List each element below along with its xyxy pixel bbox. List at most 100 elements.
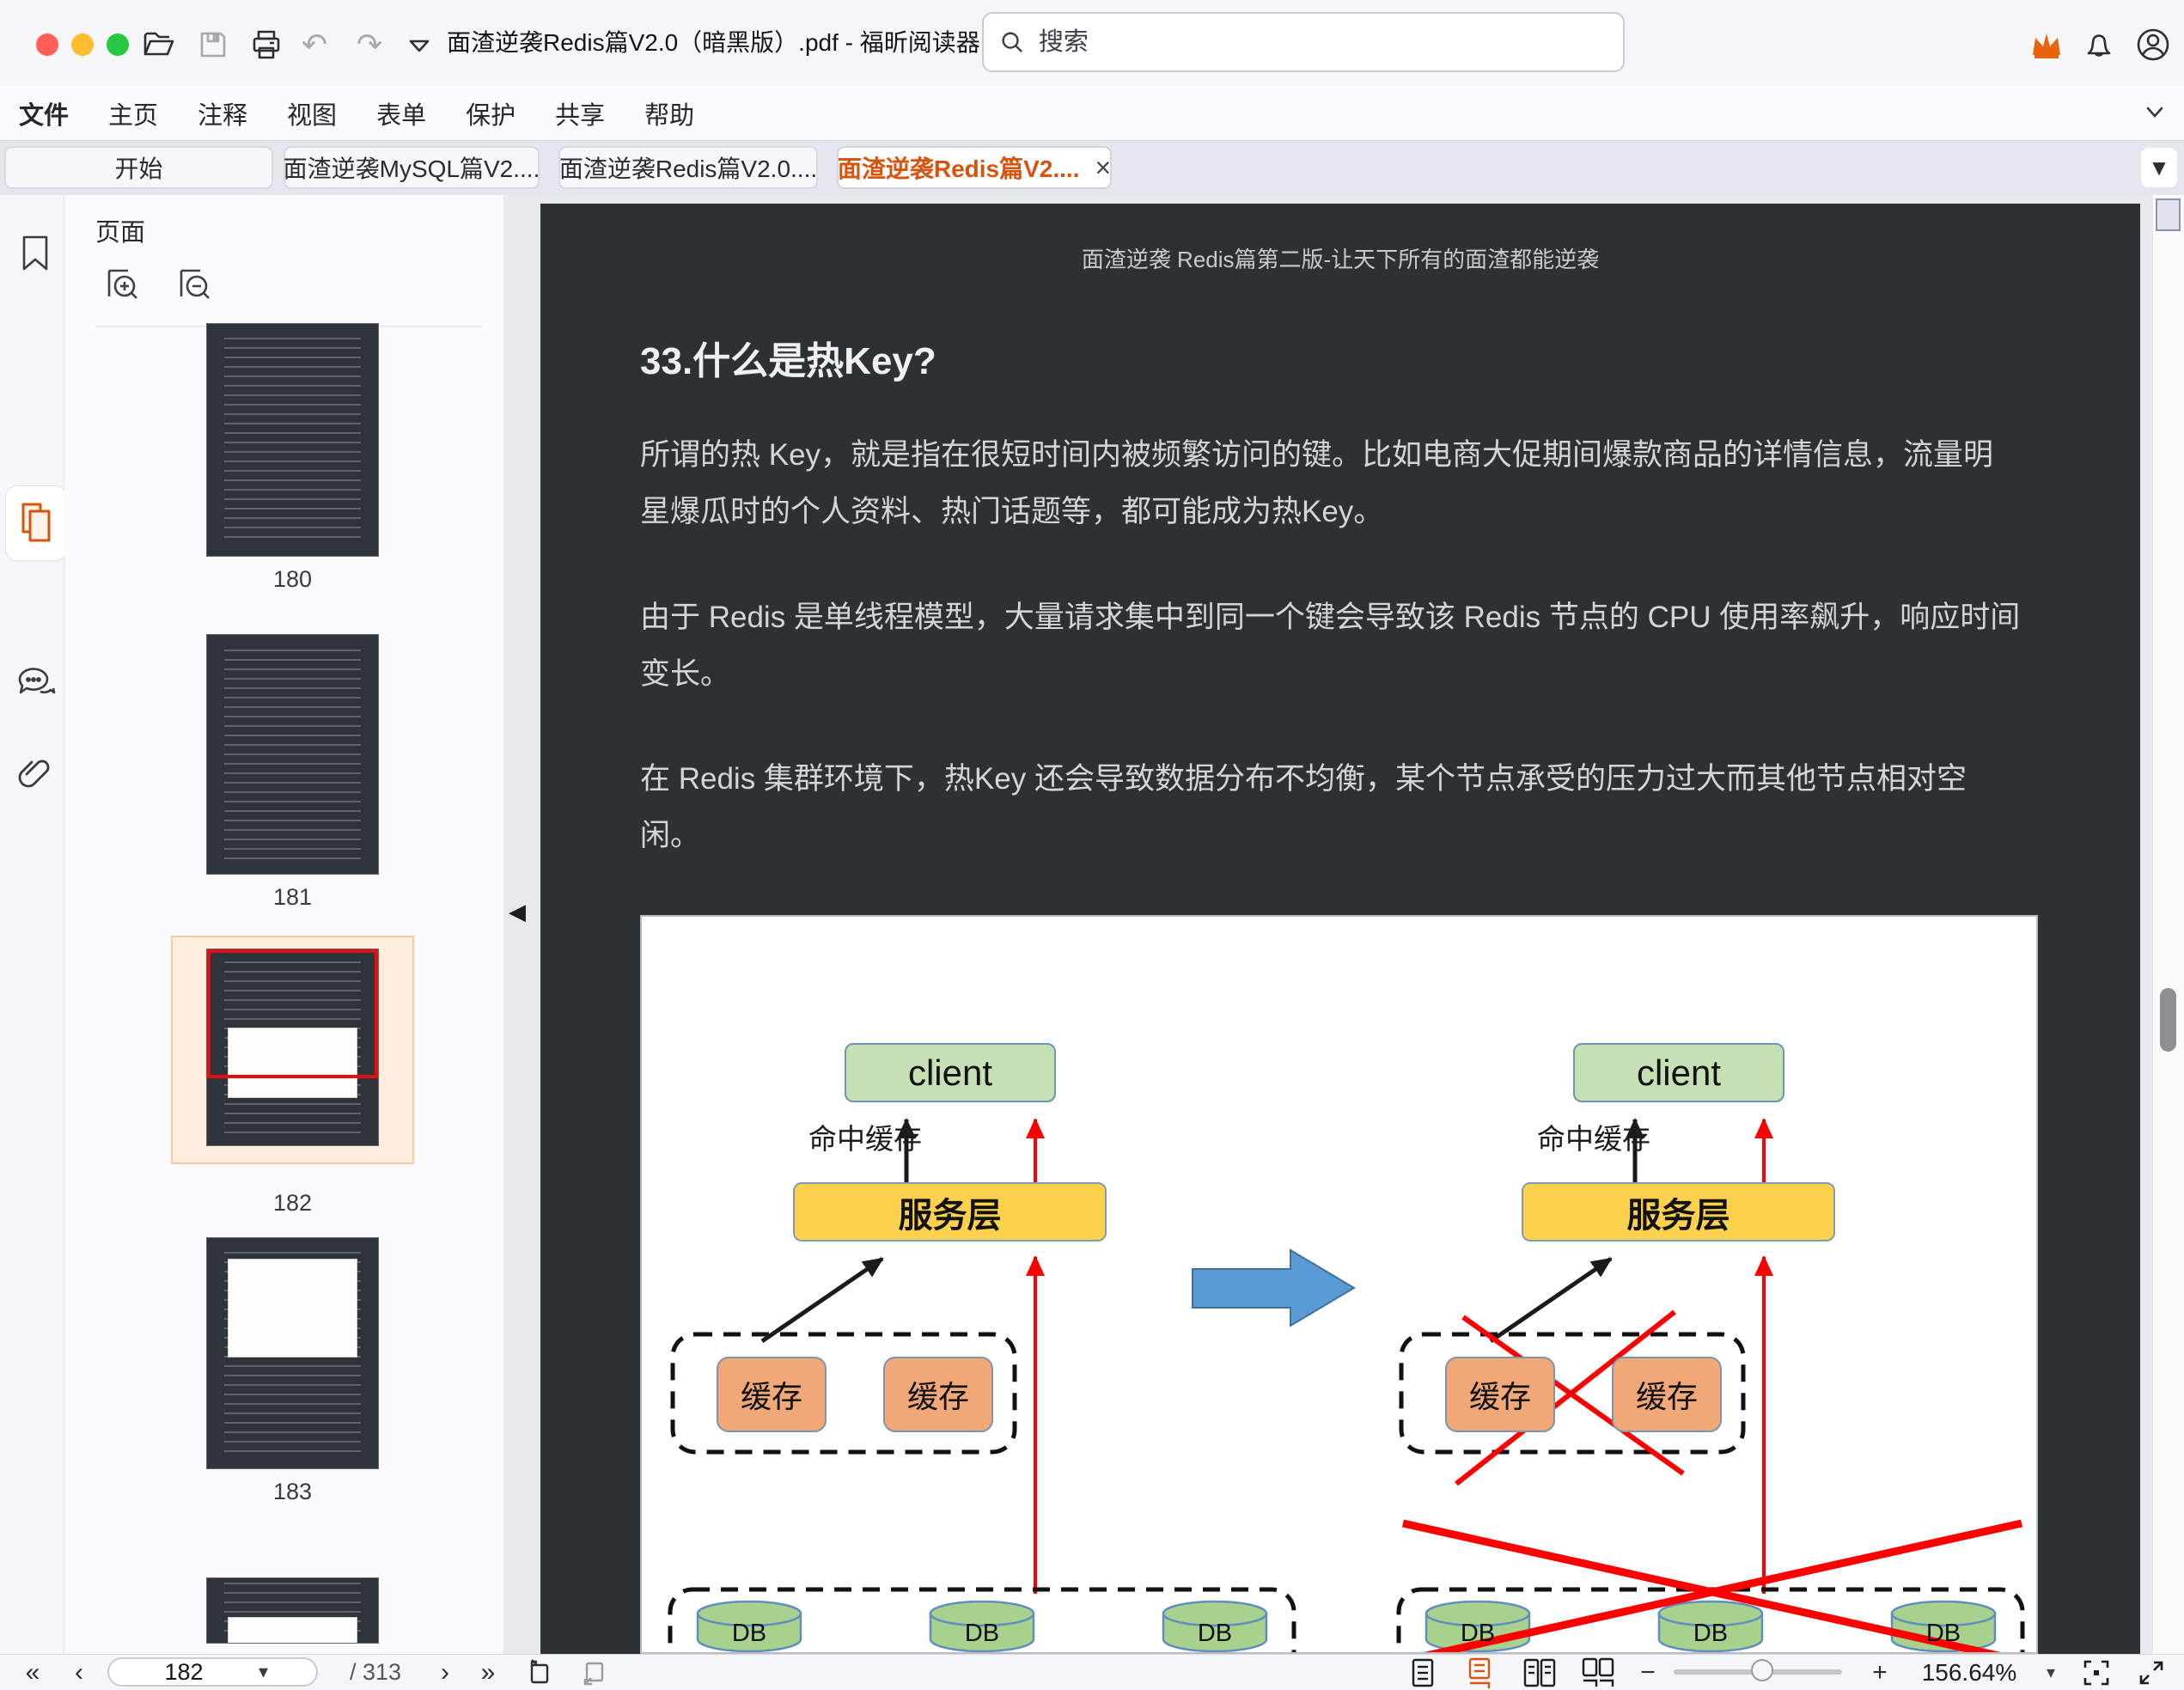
tab-start[interactable]: 开始	[4, 146, 273, 189]
scrollbar-thumb[interactable]	[2160, 988, 2176, 1052]
zoom-in-button[interactable]: +	[1872, 1657, 1888, 1687]
page-thumbnail-183[interactable]	[206, 1237, 379, 1469]
zoom-percentage[interactable]: 156.64%	[1921, 1658, 2017, 1686]
first-page-button[interactable]: «	[25, 1657, 40, 1687]
facing-continuous-view-icon[interactable]	[1581, 1655, 1615, 1690]
thumbnail-page-number: 180	[272, 566, 313, 592]
db-label: DB	[1197, 1620, 1233, 1647]
toolbar-more-chevron-icon[interactable]	[400, 26, 438, 64]
service-layer-box: 服务层	[1522, 1182, 1835, 1242]
thumbnail-zoom-out-icon[interactable]	[174, 265, 214, 305]
tab-list-dropdown-icon[interactable]: ▼	[2141, 148, 2177, 187]
menu-home[interactable]: 主页	[108, 101, 159, 130]
db-label: DB	[731, 1620, 767, 1647]
db-label: DB	[1460, 1620, 1496, 1647]
search-input[interactable]	[1036, 27, 1607, 58]
cache-hit-label: 命中缓存	[808, 1123, 922, 1155]
cache-hit-label: 命中缓存	[1537, 1123, 1650, 1155]
page-number-field[interactable]: ▾	[107, 1657, 318, 1687]
print-icon[interactable]	[247, 26, 285, 64]
bookmarks-panel-icon[interactable]	[17, 233, 53, 272]
menu-view[interactable]: 视图	[287, 101, 338, 130]
search-box[interactable]	[982, 12, 1625, 72]
tab-redis-doc-active[interactable]: 面渣逆袭Redis篇V2.... ×	[837, 146, 1112, 189]
cache-failure-cross	[1461, 1315, 1685, 1476]
pdf-paragraph: 由于 Redis 是单线程模型，大量请求集中到同一个键会导致该 Redis 节点…	[640, 601, 2021, 691]
fullscreen-icon[interactable]	[2134, 1655, 2169, 1690]
cache-box: 缓存	[1612, 1357, 1722, 1432]
db-failure-cross	[1424, 1519, 2022, 1652]
ribbon-collapse-chevron-icon[interactable]	[2139, 96, 2170, 127]
db-label: DB	[1693, 1620, 1729, 1647]
titlebar: ↶ ↷ 面渣逆袭Redis篇V2.0（暗黑版）.pdf - 福昕阅读器	[0, 0, 2184, 87]
tab-label: 面渣逆袭Redis篇V2....	[837, 156, 1080, 182]
zoom-out-button[interactable]: −	[1640, 1657, 1656, 1687]
continuous-view-icon[interactable]	[1464, 1655, 1495, 1690]
account-avatar-icon[interactable]	[2134, 26, 2172, 64]
previous-view-icon[interactable]	[522, 1655, 557, 1690]
menu-comment[interactable]: 注释	[198, 101, 248, 130]
scrollbar-top-marker[interactable]	[2156, 198, 2181, 231]
diagram-connectors	[668, 1118, 2025, 1652]
thumbnail-page-number: 183	[272, 1479, 313, 1504]
facing-pages-view-icon[interactable]	[1522, 1655, 1557, 1690]
thumbnail-zoom-in-icon[interactable]	[102, 265, 142, 305]
window-title: 面渣逆袭Redis篇V2.0（暗黑版）.pdf - 福昕阅读器	[447, 29, 980, 56]
pages-panel-active-tab[interactable]	[5, 485, 67, 561]
panel-resize-strip[interactable]	[503, 195, 540, 1654]
premium-crown-icon[interactable]	[2028, 26, 2065, 64]
fit-page-icon[interactable]	[2079, 1655, 2114, 1690]
thumbnail-diagram-preview	[227, 1259, 358, 1357]
menubar: 文件 主页 注释 视图 表单 保护 共享 帮助	[0, 86, 2184, 141]
navigation-panel-strip	[0, 195, 67, 1654]
zoom-dropdown-icon[interactable]: ▾	[2046, 1663, 2056, 1682]
thumbnail-page-number: 182	[272, 1190, 313, 1216]
thumbnail-code-preview	[223, 649, 362, 860]
panel-title: 页面	[95, 219, 146, 247]
client-box: client	[845, 1043, 1056, 1102]
cache-box: 缓存	[1445, 1357, 1555, 1432]
window-minimize-button[interactable]	[71, 34, 94, 56]
tab-mysql-doc[interactable]: 面渣逆袭MySQL篇V2....	[284, 146, 540, 189]
page-thumbnail-181[interactable]	[206, 634, 379, 875]
previous-page-button[interactable]: ‹	[75, 1657, 83, 1687]
transition-arrow	[1192, 1248, 1356, 1327]
window-zoom-button[interactable]	[107, 34, 129, 56]
window-close-button[interactable]	[36, 34, 58, 56]
menu-file[interactable]: 文件	[19, 101, 70, 130]
last-page-button[interactable]: »	[480, 1657, 496, 1687]
comments-panel-icon[interactable]	[15, 663, 56, 705]
single-page-view-icon[interactable]	[1407, 1655, 1438, 1690]
page-number-dropdown-icon[interactable]: ▾	[259, 1661, 269, 1682]
menu-share[interactable]: 共享	[555, 101, 606, 130]
next-view-icon[interactable]	[577, 1655, 612, 1690]
zoom-slider-thumb[interactable]	[1751, 1659, 1773, 1681]
redo-icon[interactable]: ↷	[356, 27, 383, 62]
page-number-input[interactable]	[109, 1657, 259, 1687]
tab-redis-doc[interactable]: 面渣逆袭Redis篇V2.0....	[558, 146, 818, 189]
undo-icon[interactable]: ↶	[301, 27, 328, 62]
tab-label: 面渣逆袭MySQL篇V2....	[283, 156, 540, 182]
visible-area-indicator[interactable]	[207, 949, 378, 1078]
vertical-scrollbar[interactable]	[2152, 195, 2184, 1654]
cache-box: 缓存	[883, 1357, 993, 1432]
page-thumbnail-182[interactable]	[206, 949, 379, 1146]
page-thumbnail-180[interactable]	[206, 323, 379, 557]
menu-form[interactable]: 表单	[376, 101, 427, 130]
panel-collapse-icon[interactable]: ◀	[509, 899, 526, 924]
pdf-paragraph: 在 Redis 集群环境下，热Key 还会导致数据分布不均衡，某个节点承受的压力…	[640, 762, 1967, 852]
cache-failure-cross	[1455, 1309, 1676, 1486]
pdf-section-heading: 33.什么是热Key?	[640, 340, 936, 382]
next-page-button[interactable]: ›	[441, 1657, 449, 1687]
open-file-icon[interactable]	[139, 26, 177, 64]
menu-protect[interactable]: 保护	[466, 101, 516, 130]
page-thumbnail-184-partial[interactable]	[206, 1577, 379, 1644]
hot-key-diagram: client 命中缓存 服务层 缓存 缓存 DB DB DB client 命中…	[640, 915, 2038, 1654]
attachments-panel-icon[interactable]	[15, 753, 56, 795]
pdf-page-header: 面渣逆袭 Redis篇第二版-让天下所有的面渣都能逆袭	[1081, 247, 1600, 272]
menu-help[interactable]: 帮助	[644, 101, 695, 130]
save-icon[interactable]	[194, 26, 232, 64]
notifications-bell-icon[interactable]	[2080, 26, 2118, 64]
tab-close-icon[interactable]: ×	[1095, 152, 1112, 183]
thumbnail-diagram-preview	[227, 1617, 358, 1643]
